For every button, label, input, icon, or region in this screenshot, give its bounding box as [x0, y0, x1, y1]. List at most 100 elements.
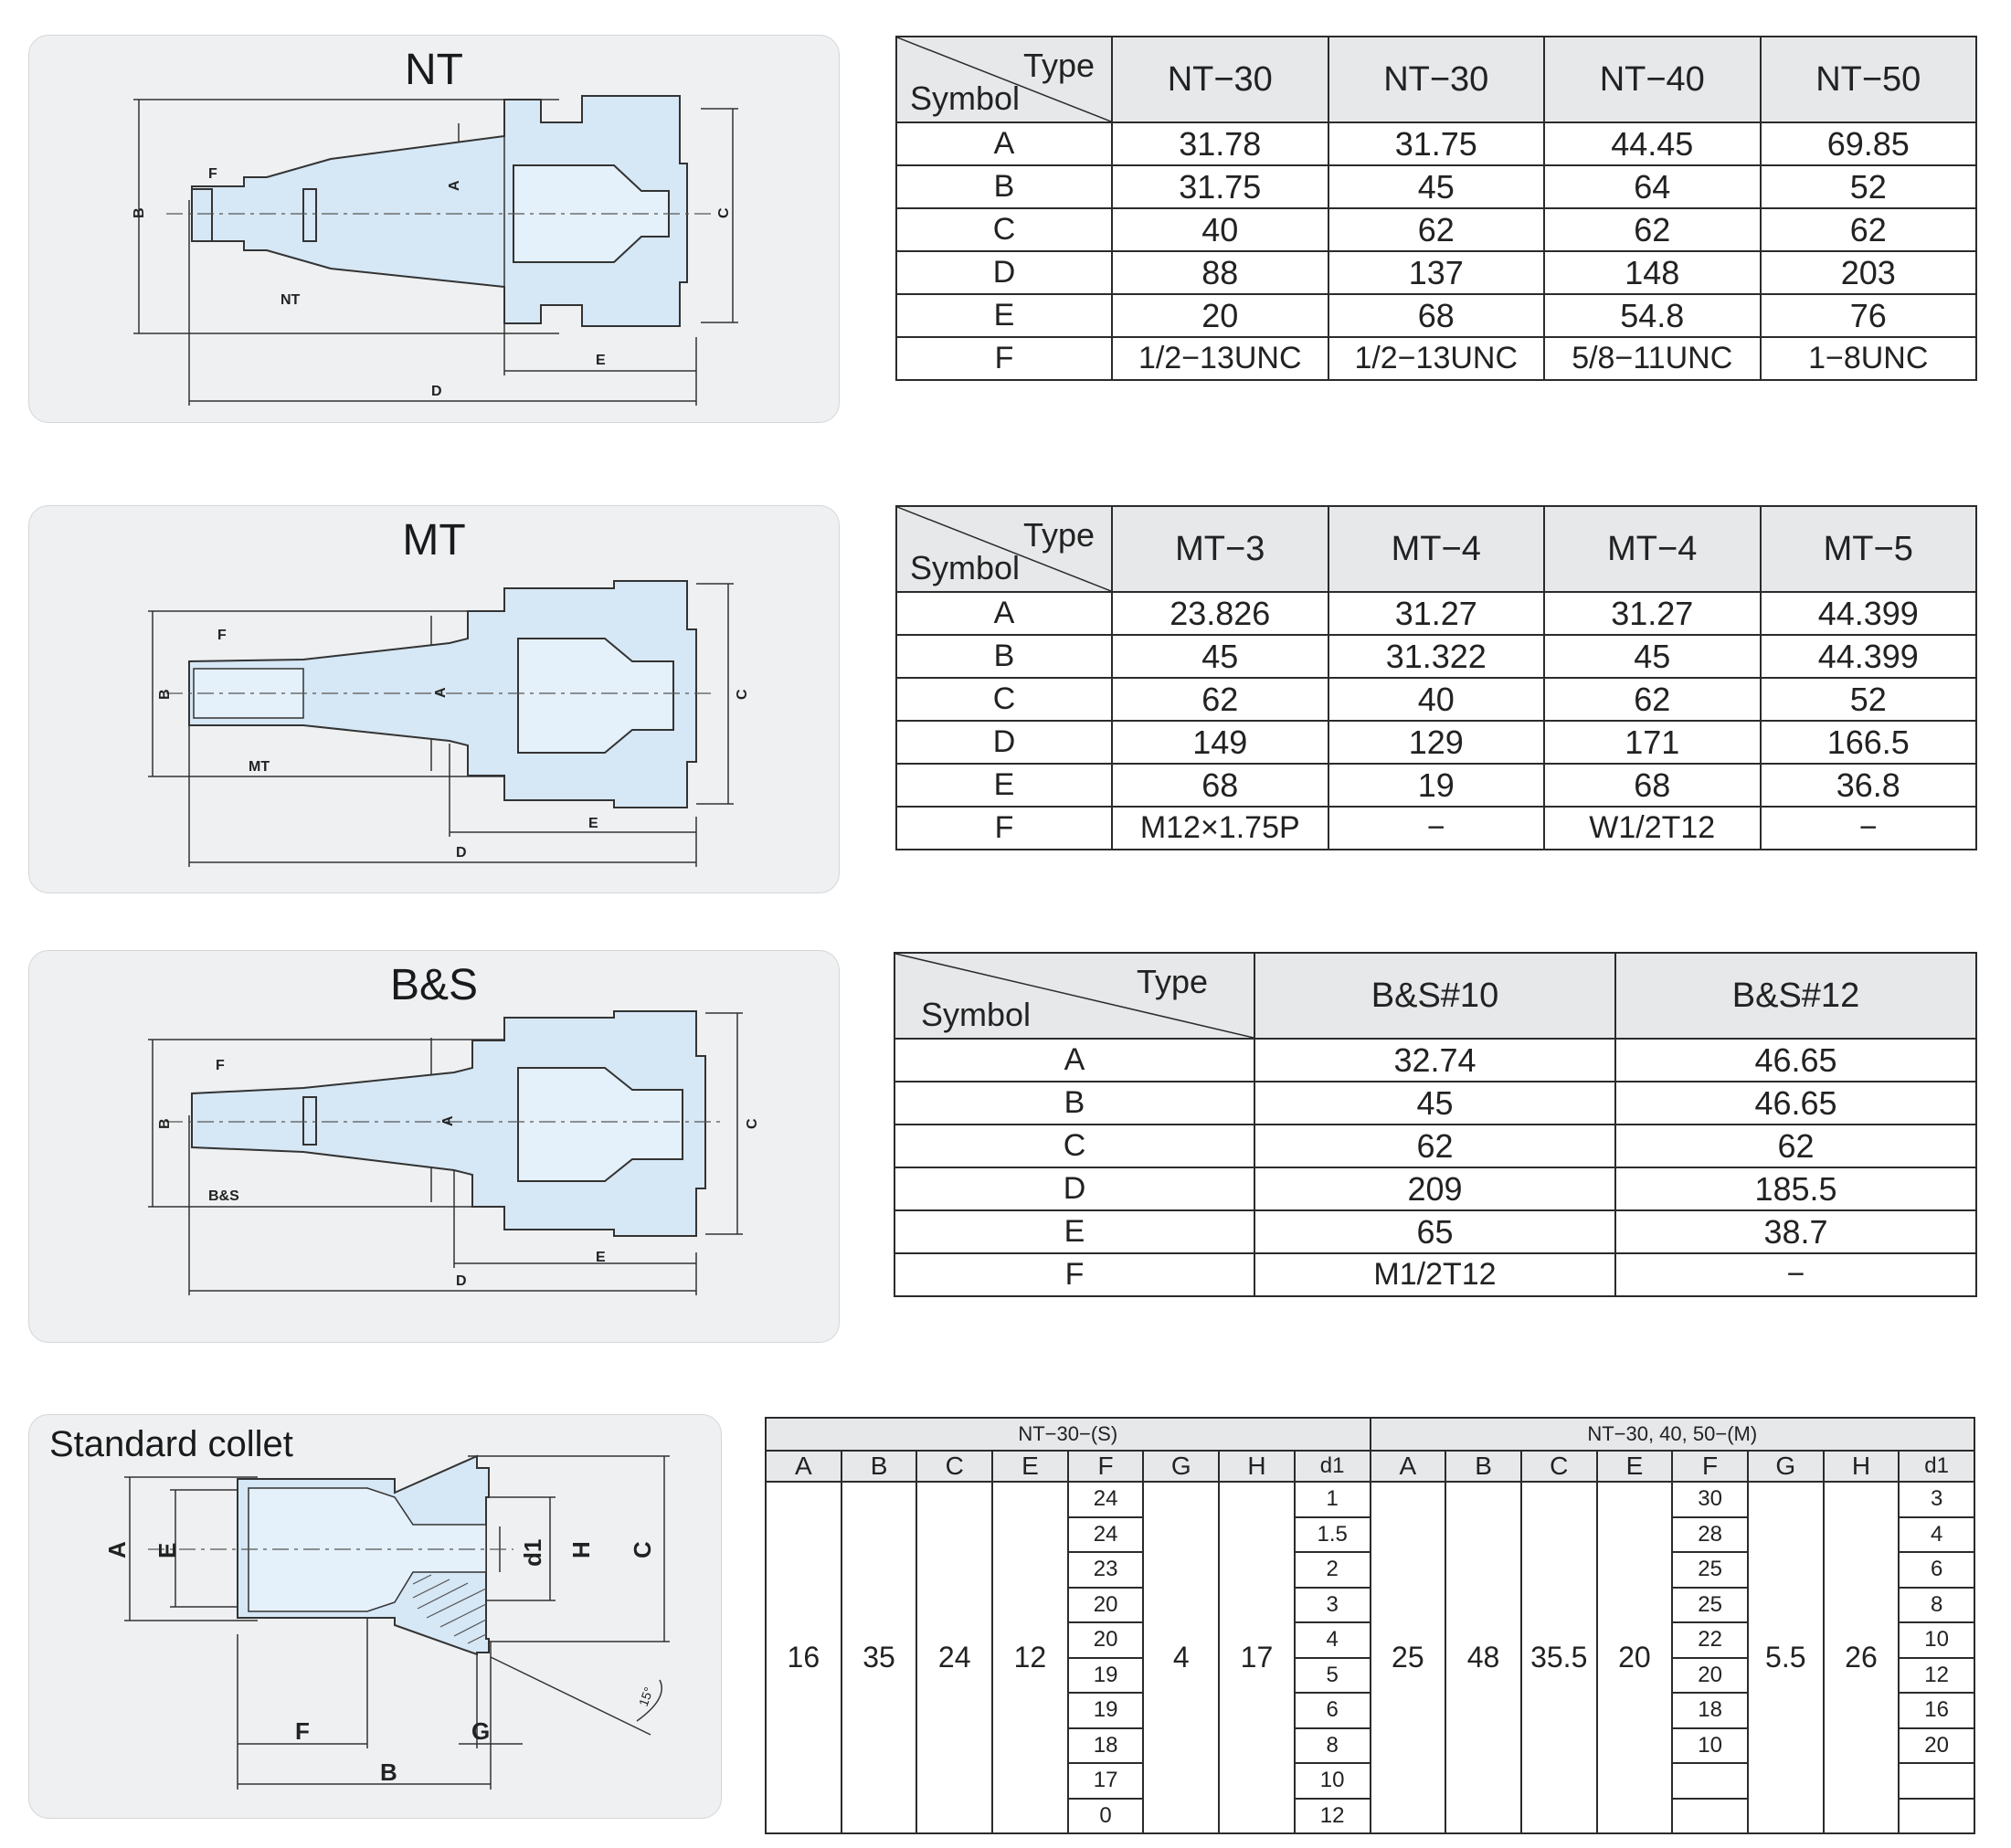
value-cell: 68	[1543, 763, 1762, 808]
collet-list-value: 24	[1068, 1483, 1143, 1518]
collet-list-value: 3	[1295, 1589, 1370, 1623]
symbol-cell: A	[894, 1038, 1255, 1082]
collet-value-cell: 24	[916, 1481, 994, 1834]
symbol-cell: C	[894, 1124, 1255, 1168]
bs-header-type: Type	[1136, 963, 1208, 1000]
collet-list-value: 4	[1295, 1623, 1370, 1659]
collet-list-value: 12	[1900, 1659, 1974, 1694]
collet-label-f: F	[295, 1717, 310, 1745]
mt-label-b: B	[157, 689, 173, 700]
nt-holder-drawing: F B A C E D NT	[132, 95, 738, 406]
value-cell: 23.826	[1111, 591, 1329, 636]
value-cell: 129	[1327, 720, 1545, 765]
collet-list-value: 18	[1068, 1729, 1143, 1764]
mt-col-4: MT−5	[1759, 505, 1977, 593]
nt-col-4: NT−50	[1759, 36, 1977, 123]
value-cell: 44.399	[1759, 634, 1977, 679]
collet-drawing-panel: Standard collet	[28, 1414, 722, 1819]
bs-label-f: F	[216, 1058, 225, 1073]
value-cell: 76	[1759, 293, 1977, 338]
symbol-cell: A	[895, 591, 1113, 636]
symbol-cell: F	[895, 336, 1113, 381]
collet-header-cell: H	[1218, 1450, 1296, 1483]
collet-list-value	[1900, 1800, 1974, 1833]
bs-label-c: C	[745, 1118, 760, 1129]
collet-list-value: 1	[1295, 1483, 1370, 1518]
nt-label-c: C	[716, 207, 732, 218]
mt-header-type: Type	[1022, 516, 1095, 554]
mt-holder-drawing: F B A C E D MT	[148, 580, 750, 867]
value-cell: 45	[1543, 634, 1762, 679]
bs-label-b: B	[157, 1118, 173, 1129]
collet-list-value: 6	[1900, 1553, 1974, 1589]
value-cell: 31.27	[1327, 591, 1545, 636]
mt-label-d: D	[456, 845, 467, 861]
value-cell: 45	[1254, 1081, 1616, 1125]
collet-list-value: 20	[1068, 1589, 1143, 1623]
symbol-cell: E	[895, 293, 1113, 338]
value-cell: 62	[1543, 207, 1762, 252]
collet-header-cell: d1	[1898, 1450, 1975, 1483]
collet-list-value: 24	[1068, 1518, 1143, 1553]
nt-label-d: D	[431, 384, 442, 399]
value-cell: 171	[1543, 720, 1762, 765]
collet-drawing: A E d1 H C F G B 15°	[103, 1454, 670, 1790]
collet-list-value: 20	[1900, 1729, 1974, 1764]
collet-header-cell: d1	[1293, 1450, 1371, 1483]
collet-list-value: 28	[1673, 1518, 1747, 1553]
nt-drawing-panel: NT F B A C E D	[28, 35, 840, 423]
mt-col-2: MT−4	[1327, 505, 1545, 593]
collet-list-value	[1900, 1764, 1974, 1800]
bs-label-a: A	[440, 1115, 456, 1126]
value-cell: 40	[1327, 677, 1545, 722]
nt-label-a: A	[447, 180, 462, 191]
collet-label-e: E	[153, 1543, 181, 1558]
collet-label-d1: d1	[519, 1539, 546, 1567]
value-cell: M12×1.75P	[1111, 806, 1329, 850]
value-cell: 62	[1254, 1124, 1616, 1168]
collet-header-cell: A	[1369, 1450, 1447, 1483]
value-cell: 36.8	[1759, 763, 1977, 808]
collet-value-cell: 26	[1822, 1481, 1900, 1834]
symbol-cell: D	[895, 250, 1113, 295]
bs-label-e: E	[596, 1250, 606, 1265]
value-cell: −	[1614, 1252, 1977, 1297]
nt-col-3: NT−40	[1543, 36, 1762, 123]
collet-list-value: 2	[1295, 1553, 1370, 1589]
value-cell: 64	[1543, 164, 1762, 209]
value-cell: 31.78	[1111, 121, 1329, 166]
symbol-cell: B	[895, 164, 1113, 209]
value-cell: 44.399	[1759, 591, 1977, 636]
value-cell: 19	[1327, 763, 1545, 808]
mt-col-3: MT−4	[1543, 505, 1762, 593]
collet-label-h: H	[567, 1541, 595, 1558]
mt-header-symbol: Symbol	[910, 549, 1021, 586]
collet-header-cell: C	[916, 1450, 994, 1483]
value-cell: W1/2T12	[1543, 806, 1762, 850]
collet-list-value: 12	[1319, 1802, 1345, 1828]
collet-list-value	[1673, 1800, 1747, 1833]
collet-list-value: 5	[1295, 1659, 1370, 1694]
mt-title: MT	[402, 516, 466, 565]
collet-list-value: 20	[1673, 1659, 1747, 1694]
collet-label-b: B	[380, 1758, 397, 1786]
collet-header-cell: B	[840, 1450, 918, 1483]
value-cell: 62	[1543, 677, 1762, 722]
